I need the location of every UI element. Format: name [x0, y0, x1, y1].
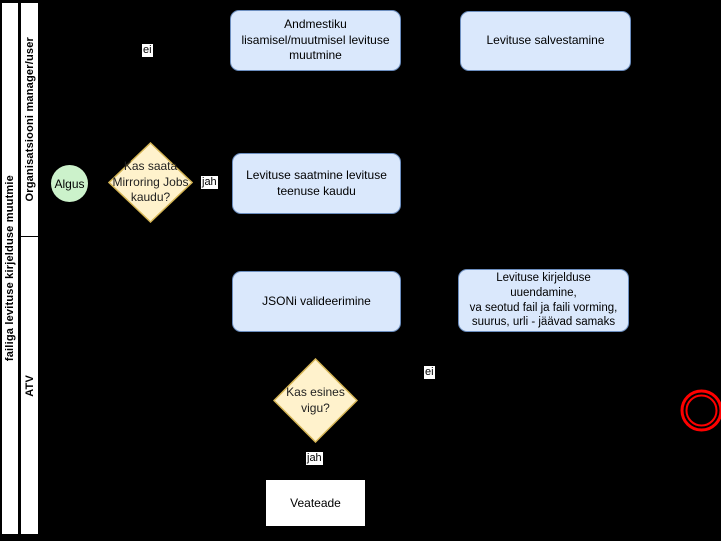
edge-label-mirroring-yes: jah — [201, 176, 218, 189]
diamond-shape-icon — [273, 358, 358, 443]
decision-label: Kas esines vigu? — [286, 384, 345, 415]
lane-header-atv: ATV — [20, 236, 39, 535]
task-levituse-saatmine: Levituse saatmine levituse teenuse kaudu — [232, 153, 401, 214]
edge-label-mirroring-no: ei — [142, 44, 153, 57]
lane-header-organisatsiooni-manager-user: Organisatsiooni manager/user — [20, 2, 39, 237]
task-jsoni-valideerimine: JSONi valideerimine — [232, 271, 401, 332]
end-event — [679, 388, 721, 433]
start-event-algus: Algus — [51, 165, 88, 202]
pool-title: failiga levituse kirjelduse muutmie — [4, 175, 16, 362]
end-event-circle-icon — [680, 389, 721, 432]
edge-label-vigu-no: ei — [424, 366, 435, 379]
pool-header: failiga levituse kirjelduse muutmie — [1, 2, 19, 535]
task-levituse-kirjelduse-uuendamine: Levituse kirjelduse uuendamine, va seotu… — [458, 269, 629, 332]
task-veateade: Veateade — [265, 479, 366, 527]
task-levituse-salvestamine: Levituse salvestamine — [460, 11, 631, 71]
lane-label: ATV — [23, 374, 36, 397]
decision-label: Kas saata Mirroring Jobs kaudu? — [112, 159, 189, 205]
diamond-shape-icon — [108, 142, 193, 223]
lane-label: Organisatsiooni manager/user — [23, 37, 36, 202]
edge-label-vigu-yes: jah — [306, 452, 323, 465]
task-andmestiku-muutmine: Andmestiku lisamisel/muutmisel levituse … — [230, 10, 401, 71]
decision-mirroring-jobs: Kas saata Mirroring Jobs kaudu? — [108, 142, 193, 223]
decision-kas-esines-vigu: Kas esines vigu? — [273, 358, 358, 443]
